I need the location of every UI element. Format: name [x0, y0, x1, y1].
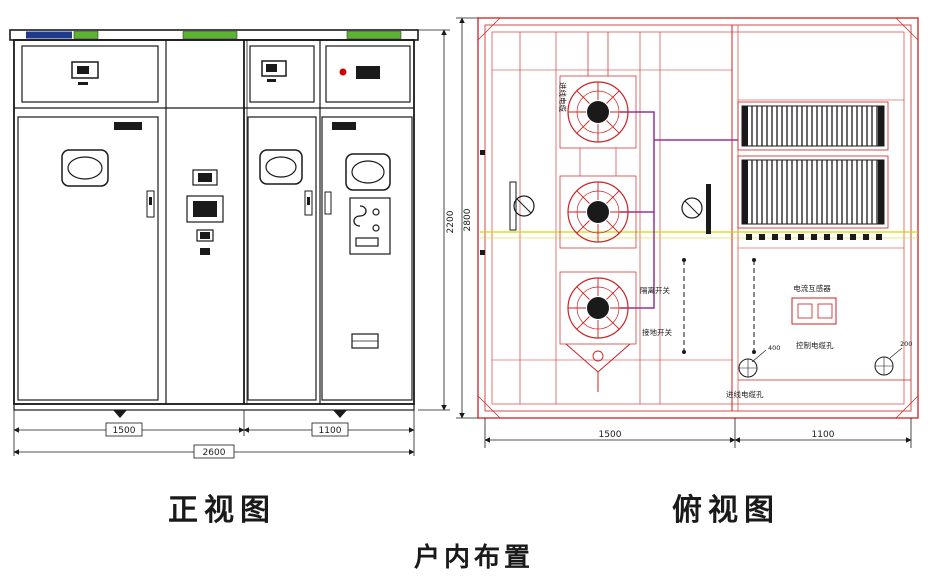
reactor-coil-bottom [559, 271, 637, 345]
middle-cabinet-door[interactable] [247, 116, 317, 401]
foot-marker-right [333, 410, 347, 418]
reactor-coil-top [559, 75, 637, 149]
front-dimensions: 1500 1100 2600 2200 [13, 29, 456, 459]
front-view: 1500 1100 2600 2200 [9, 29, 456, 459]
door-latch[interactable] [304, 190, 313, 216]
foot-marker-left [113, 410, 127, 418]
cabinet-base [13, 403, 415, 411]
operating-mechanism-left [509, 181, 535, 231]
dim-top-left-width: 1500 [599, 430, 622, 440]
top-view-caption: 俯视图 [672, 493, 780, 528]
foundation-frame [477, 17, 919, 419]
switch-markers [682, 258, 756, 354]
indicator-lamp [339, 68, 347, 76]
door-handle-recess[interactable] [345, 153, 391, 191]
door-label [114, 122, 142, 130]
vent-strip-left [73, 31, 99, 39]
dim-front-right-width: 1100 [319, 426, 342, 436]
door-latch[interactable] [324, 191, 332, 215]
label-ground-switch: 接地开关 [642, 327, 672, 337]
current-transformer-box [791, 297, 837, 325]
label-disconnect-switch: 隔离开关 [640, 285, 670, 295]
vent-strip-right [346, 31, 402, 39]
page-title: 户内布置 [414, 542, 534, 573]
top-view: 进线电缆 隔离开关 接地开关 电流互感器 控制电缆孔 进线电缆孔 400 200… [456, 17, 919, 448]
right-instrument-panel [249, 45, 411, 103]
right-cabinet-door[interactable] [321, 116, 413, 401]
door-handle-recess[interactable] [61, 149, 109, 187]
label-incoming-cable-hole: 进线电缆孔 [726, 389, 764, 399]
vent-strip-middle [182, 31, 238, 39]
resistor-bank-upper [737, 101, 889, 151]
dim-top-depth: 2800 [463, 208, 473, 231]
dim-front-left-width: 1500 [113, 426, 136, 436]
mimic-panel [349, 197, 391, 255]
control-column [186, 169, 224, 255]
operating-mechanism-right [681, 184, 711, 234]
cable-funnel [565, 343, 631, 392]
door-label [332, 122, 356, 130]
meter-display-icon [261, 60, 287, 77]
front-view-caption: 正视图 [168, 493, 276, 528]
dim-hole-offset-b: 200 [900, 340, 912, 348]
cable-holes [738, 347, 903, 378]
resistor-bank-lower [737, 155, 889, 240]
dim-front-height: 2200 [446, 210, 456, 233]
door-latch[interactable] [146, 190, 155, 218]
left-instrument-panel [21, 45, 159, 103]
label-current-transformer: 电流互感器 [793, 283, 831, 293]
label-incoming-cable: 进线电缆 [558, 82, 568, 112]
dim-front-total-width: 2600 [203, 448, 226, 458]
meter-display-icon [71, 61, 99, 79]
busbar-wiring [620, 111, 738, 309]
nameplate-badge [26, 31, 72, 39]
dim-top-right-width: 1100 [812, 430, 835, 440]
reactor-coil-middle [559, 175, 637, 249]
dim-hole-offset-a: 400 [768, 344, 780, 352]
door-handle-recess[interactable] [259, 149, 303, 185]
left-cabinet-door[interactable] [17, 116, 159, 401]
top-dimensions: 1500 1100 2800 [456, 17, 912, 448]
label-control-cable-hole: 控制电缆孔 [796, 340, 834, 350]
